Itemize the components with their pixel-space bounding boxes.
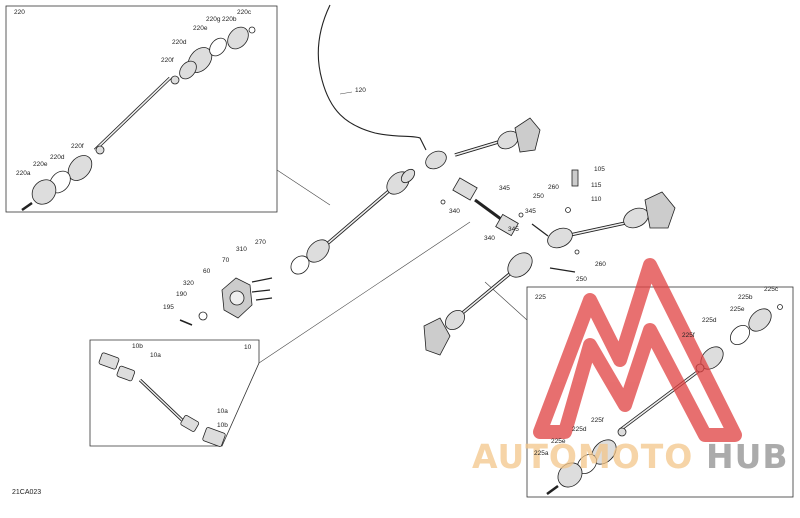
front-drive-shaft [290, 168, 416, 275]
callout-220d: 220d [172, 39, 187, 46]
callout-10b: 10b [217, 422, 228, 429]
front-axle-shaft-inset [21, 26, 256, 212]
callout-225: 225 [535, 294, 546, 301]
callout-260: 260 [548, 184, 559, 191]
inset-box-10 [89, 339, 260, 447]
lower-rear-drive-shaft [423, 249, 580, 356]
callout-220f: 220f [161, 57, 174, 64]
callout-70: 70 [222, 257, 230, 264]
callout-220d: 220d [50, 154, 65, 161]
callout-225e: 225e [730, 306, 745, 313]
inset-box-220 [5, 5, 278, 213]
callout-225b: 225b [738, 294, 753, 301]
watermark-logo: AUTOMOTO HUB [472, 258, 789, 476]
callout-225d: 225d [572, 426, 587, 433]
callout-220: 220 [14, 9, 25, 16]
callout-270: 270 [255, 239, 266, 246]
callout-225d: 225d [702, 317, 717, 324]
wheel-hub-60 [179, 277, 273, 326]
callout-220g: 220g [206, 16, 221, 23]
callout-60: 60 [203, 268, 211, 275]
callout-225a: 225a [534, 450, 549, 457]
upper-rear-drive-shaft [425, 117, 541, 170]
callout-10b: 10b [132, 343, 143, 350]
rear-axle-shaft-inset [546, 304, 783, 496]
callout-10a: 10a [150, 352, 161, 359]
prop-shaft-inset [98, 352, 226, 447]
callout-220e: 220e [33, 161, 48, 168]
callout-220c: 220c [237, 9, 252, 16]
callout-340: 340 [449, 208, 460, 215]
callout-320: 320 [183, 280, 194, 287]
callout-110: 110 [591, 196, 602, 203]
callout-340: 340 [484, 235, 495, 242]
callout-225f: 225f [591, 417, 604, 424]
callout-225c: 225c [764, 286, 779, 293]
callout-250: 250 [533, 193, 544, 200]
callout-250: 250 [576, 276, 587, 283]
callout-105: 105 [594, 166, 605, 173]
callout-120: 120 [355, 87, 366, 94]
watermark-word-2: HUB [706, 437, 789, 476]
callout-115: 115 [591, 182, 602, 189]
callout-310: 310 [236, 246, 247, 253]
universal-joint [440, 177, 524, 237]
callout-10a: 10a [217, 408, 228, 415]
cable-120 [317, 4, 427, 151]
callout-220b: 220b [222, 16, 237, 23]
callout-10: 10 [244, 344, 252, 351]
callout-260: 260 [595, 261, 606, 268]
callout-345: 345 [499, 185, 510, 192]
reference-code: 21CA023 [12, 489, 41, 496]
callout-220e: 220e [193, 25, 208, 32]
callout-195: 195 [163, 304, 174, 311]
callout-345: 345 [508, 226, 519, 233]
watermark-word-1: AUTOMOTO [472, 437, 693, 476]
callout-220a: 220a [16, 170, 31, 177]
callout-345: 345 [525, 208, 536, 215]
callout-190: 190 [176, 291, 187, 298]
callout-220f: 220f [71, 143, 84, 150]
callout-225e: 225e [551, 438, 566, 445]
middle-rear-drive-shaft [531, 169, 676, 249]
callout-225f: 225f [682, 332, 695, 339]
